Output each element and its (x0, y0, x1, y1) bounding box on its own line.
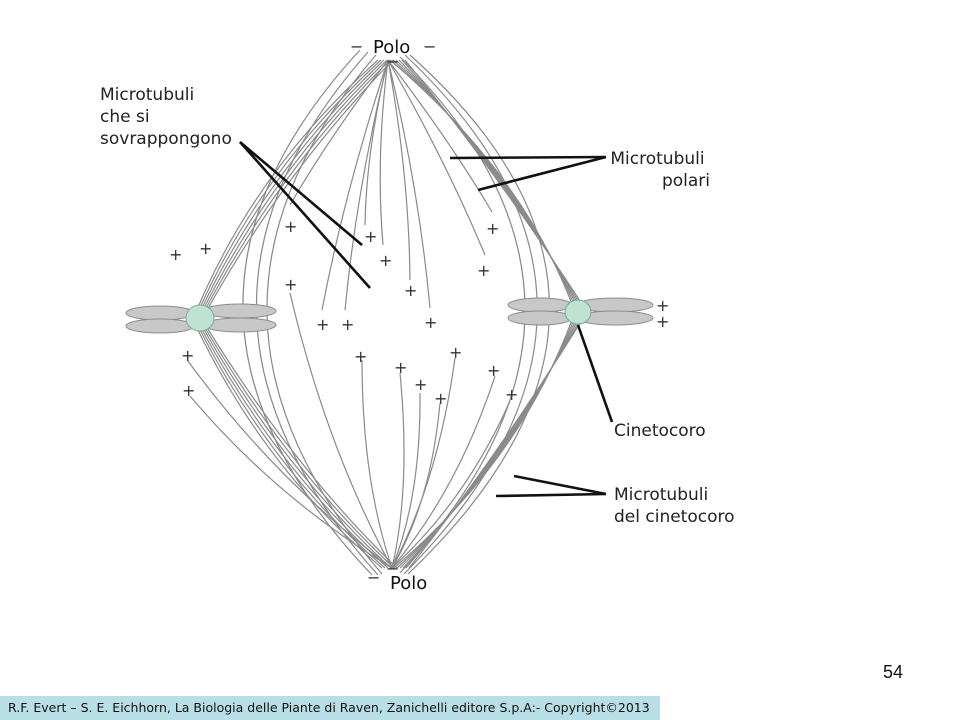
top-pole-label: Polo (373, 37, 410, 58)
polar-microtubule-bottom (391, 357, 456, 569)
label-overlapping-microtubules: Microtubuli che si sovrappongono (100, 85, 232, 149)
plus-end-sign: + (341, 315, 354, 334)
plus-end-sign: + (394, 358, 407, 377)
plus-end-sign: + (505, 385, 518, 404)
kinetochore-microtubule-left-bottom (195, 325, 383, 569)
bottom-pole-minus-above: − (386, 559, 399, 578)
polar-microtubule-bottom (391, 372, 405, 569)
polar-microtubule-top (387, 59, 411, 281)
plus-end-markers: +++++++++++++++++++++++ (169, 217, 669, 408)
kinetochore-right (564, 299, 592, 325)
polar-microtubule-bottom (187, 360, 393, 569)
polar-microtubule-top (379, 59, 389, 246)
plus-end-sign: + (199, 239, 212, 258)
chromosome-left (125, 303, 277, 334)
plus-end-sign: + (364, 227, 377, 246)
plus-end-sign: + (354, 347, 367, 366)
plus-end-sign: + (477, 261, 490, 280)
polar-microtubule-top (387, 59, 486, 256)
polar-microtubule-bottom (361, 359, 393, 569)
kinetochore-microtubule-left-top (197, 59, 382, 313)
label-kinetochore-microtubules: Microtubuli del cinetocoro (614, 485, 735, 527)
polar-microtubule-bottom (391, 392, 421, 569)
plus-end-sign: + (487, 361, 500, 380)
plus-end-sign: + (486, 219, 499, 238)
plus-end-sign: + (424, 313, 437, 332)
plus-end-sign: + (656, 296, 669, 315)
plus-end-sign: + (284, 217, 297, 236)
leader-lines (239, 141, 614, 498)
bottom-pole-label: Polo (390, 573, 427, 594)
bottom-pole-minus-left: − (367, 568, 380, 587)
polar-microtubule-top (321, 59, 389, 311)
citation-footer: R.F. Evert – S. E. Eichhorn, La Biologia… (0, 696, 660, 720)
polar-microtubule-top (387, 59, 493, 213)
polar-microtubule-bottom (189, 395, 393, 569)
chromosome-right (507, 297, 654, 326)
plus-end-sign: + (169, 245, 182, 264)
kinetochore-microtubule-left-bottom (197, 325, 386, 569)
polar-microtubule-bottom (289, 292, 393, 569)
plus-end-sign: + (434, 389, 447, 408)
kinetochore-microtubule-left-bottom (199, 325, 389, 569)
plus-end-sign: + (284, 275, 297, 294)
polar-microtubule-bottom (391, 375, 496, 569)
kinetochore-microtubule-left-top (205, 59, 394, 313)
kinetochore-microtubule-left-top (203, 59, 391, 313)
kinetochore-microtubule-right-bottom (408, 319, 583, 569)
plus-end-sign: + (656, 312, 669, 331)
kinetochore-microtubule-right-top (404, 59, 583, 305)
kinetochore-microtubule-left-bottom (203, 325, 395, 569)
plus-end-sign: + (404, 281, 417, 300)
label-polar-microtubules: Microtubuli polari (610, 149, 710, 191)
kinetochore-microtubule-right-bottom (405, 319, 581, 569)
top-pole-minus-left: − (350, 37, 363, 56)
plus-end-sign: + (182, 381, 195, 400)
plus-end-sign: + (379, 251, 392, 270)
top-pole-minus-right: − (423, 37, 436, 56)
slide-number: 54 (882, 662, 903, 682)
kinetochore-microtubule-right-bottom (399, 319, 577, 569)
kinetochore-microtubule-right-bottom (396, 319, 575, 569)
label-kinetochore: Cinetocoro (614, 421, 706, 441)
polar-microtubule-top (289, 59, 389, 206)
kinetochore-microtubule-left-top (199, 59, 385, 313)
kinetochore-microtubule-right-bottom (402, 319, 579, 569)
kinetochore-microtubule-left-bottom (205, 325, 398, 569)
mitotic-spindle-diagram: +++++++++++++++++++++++ − Polo − − − − P… (100, 37, 735, 594)
kinetochore-left (185, 304, 215, 332)
polar-microtubule-top (344, 59, 389, 311)
top-pole-minus-below: − (386, 52, 399, 71)
kinetochore-microtubule-left-bottom (201, 325, 392, 569)
plus-end-sign: + (449, 343, 462, 362)
plus-end-sign: + (316, 315, 329, 334)
plus-end-sign: + (414, 375, 427, 394)
plus-end-sign: + (181, 346, 194, 365)
polar-microtubule-top (387, 59, 431, 309)
polar-microtubule-bottom (391, 400, 511, 569)
kinetochore-microtubule-right-top (401, 59, 581, 305)
